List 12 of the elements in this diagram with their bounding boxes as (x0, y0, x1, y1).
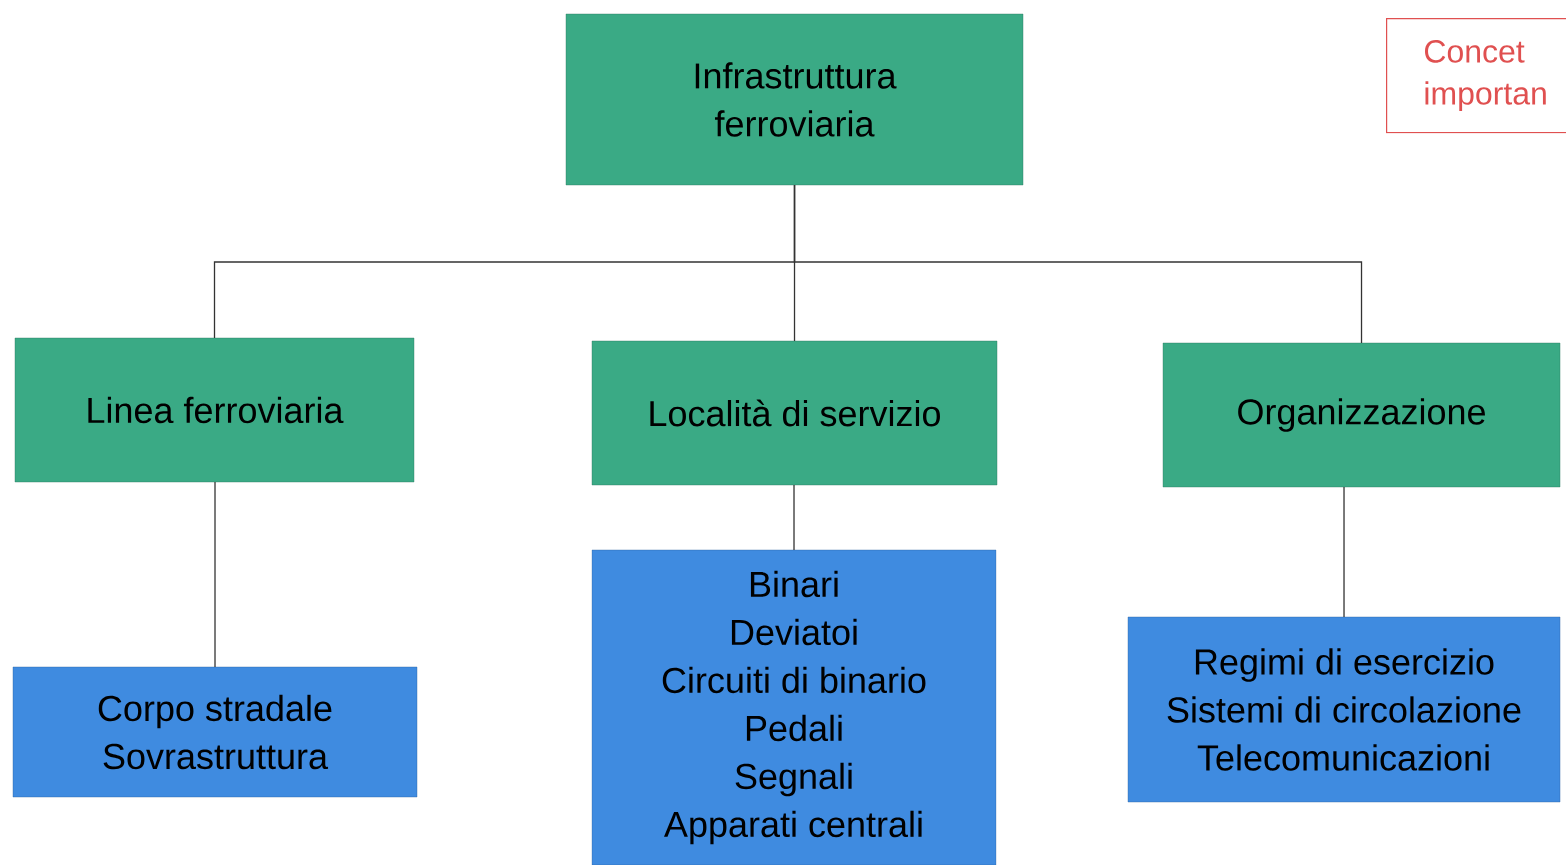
category-box: Linea ferroviaria (14, 337, 415, 483)
connector-line (793, 484, 795, 551)
connector-line (1343, 486, 1345, 618)
category-box: Infrastruttura ferroviaria (565, 13, 1024, 186)
item-box: Corpo stradale Sovrastruttura (12, 666, 418, 798)
connector-line (793, 184, 1363, 344)
item-box: Binari Deviatoi Circuiti di binario Pedali Segnali Apparati centrali (591, 549, 997, 865)
connector-line (214, 481, 216, 668)
note-box: Concet importan (1386, 18, 1566, 134)
item-box: Regimi di esercizio Sistemi di circolazione Telecomunicazioni (1127, 616, 1561, 803)
category-box: Località di servizio (591, 340, 998, 486)
category-box: Organizzazione (1162, 342, 1561, 488)
